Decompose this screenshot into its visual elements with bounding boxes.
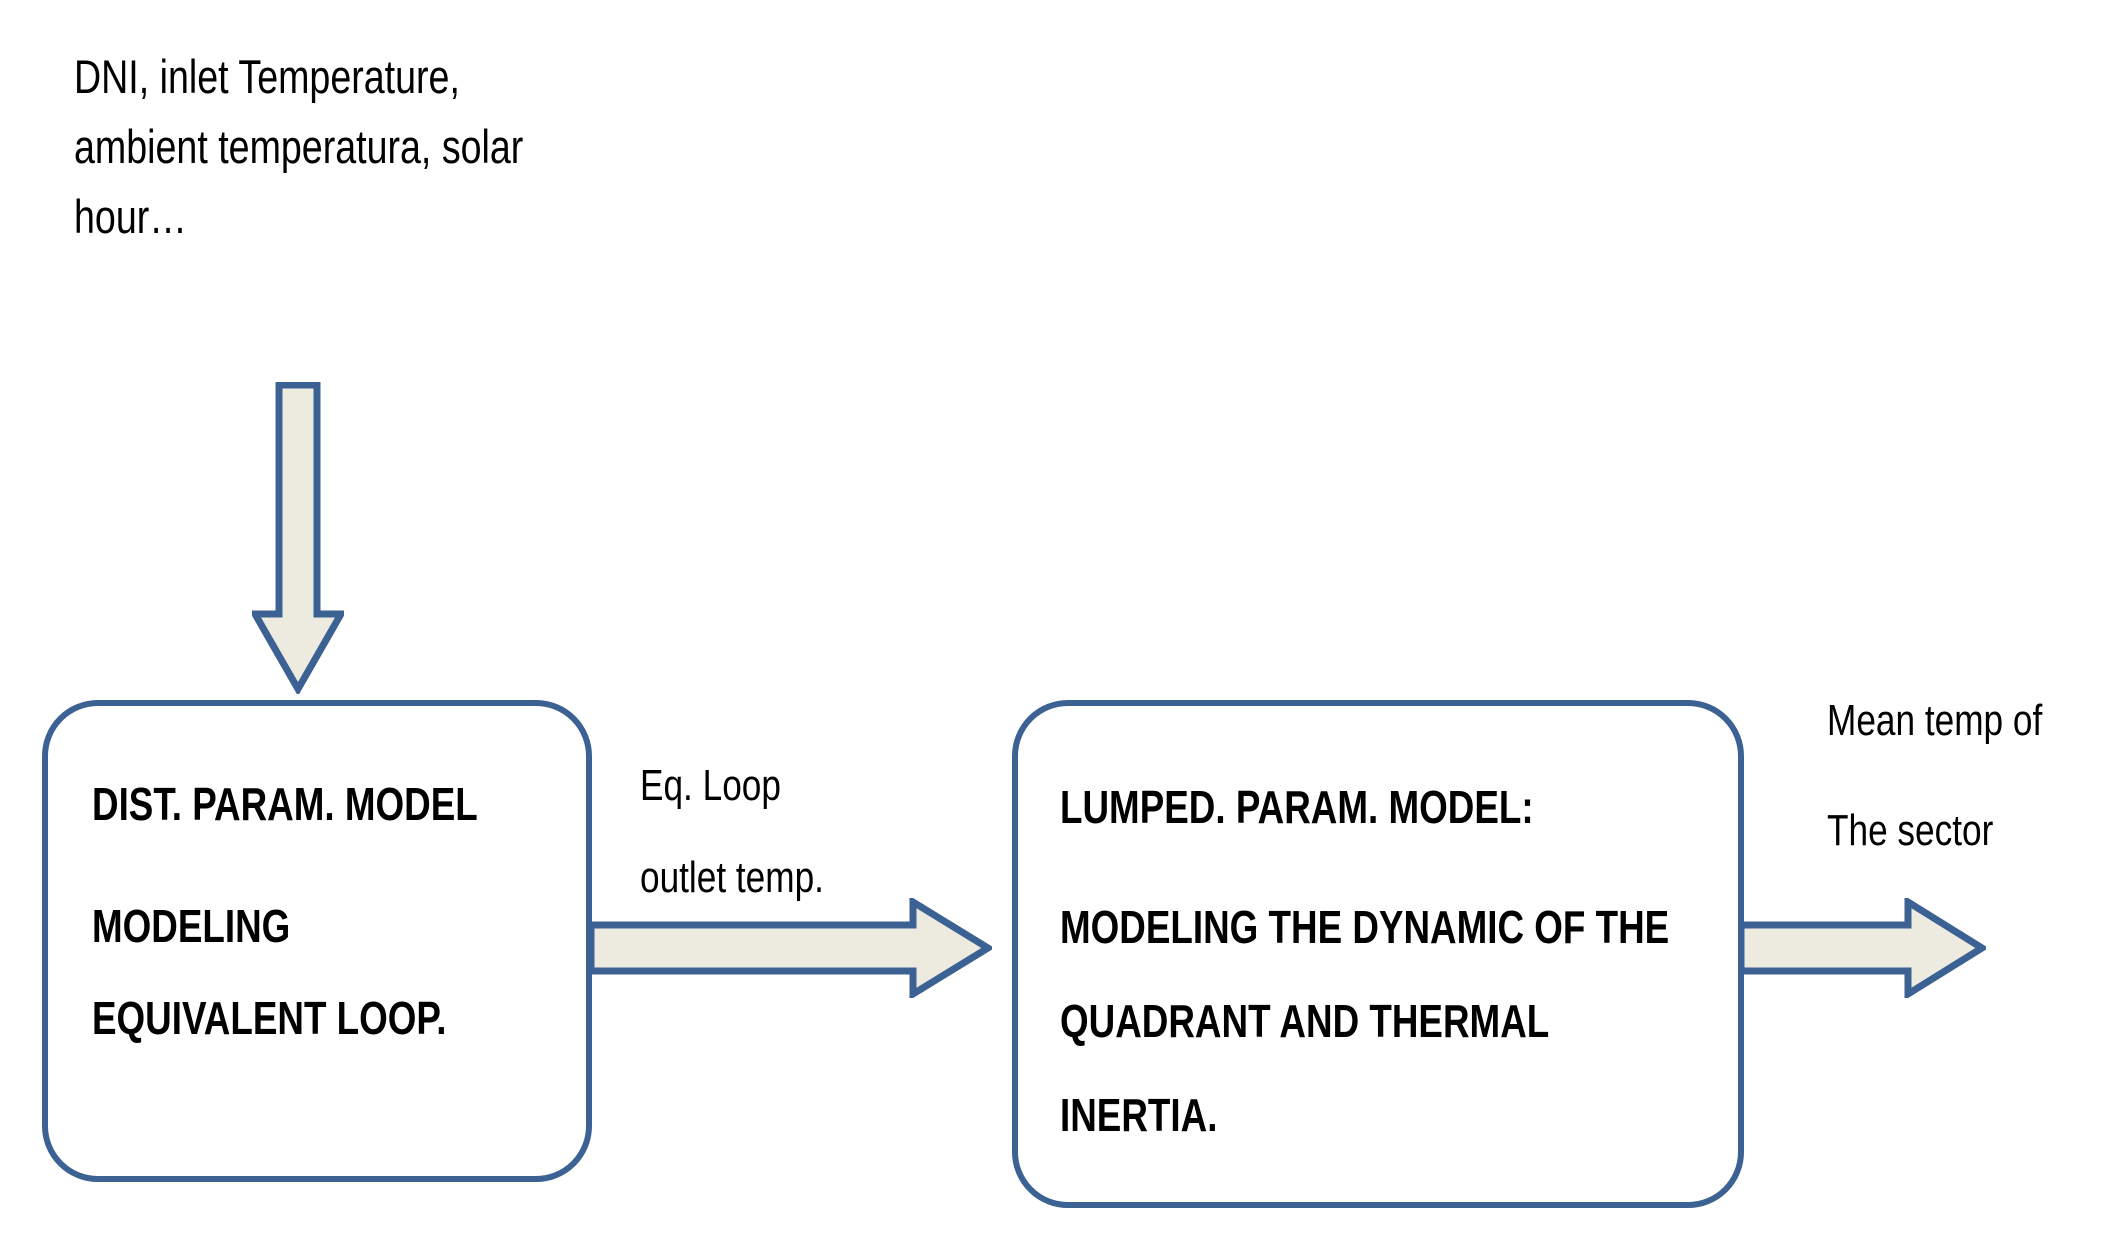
box-lumped-line-3: QUADRANT AND THERMAL <box>1060 995 1550 1047</box>
output-arrow <box>1737 895 1989 1001</box>
inputs-label: DNI, inlet Temperature, ambient temperat… <box>74 42 636 252</box>
inputs-label-line-2: ambient temperatura, solar <box>74 120 524 173</box>
box-lumped-text: LUMPED. PARAM. MODEL: MODELING THE DYNAM… <box>1060 760 1822 1162</box>
box-dist-spacer <box>92 850 574 880</box>
box-dist-line-2: MODELING <box>92 900 291 952</box>
block-arrow-down-icon <box>248 381 348 697</box>
stage-link-arrow <box>587 895 995 1001</box>
intermediate-signal-label: Eq. Loop outlet temp. <box>640 740 870 924</box>
box-dist-line-1: DIST. PARAM. MODEL <box>92 778 478 830</box>
input-arrow <box>248 381 348 697</box>
inputs-label-line-3: hour… <box>74 190 187 243</box>
box-dist-line-3: EQUIVALENT LOOP. <box>92 992 447 1044</box>
block-arrow-right-icon <box>587 895 995 1001</box>
process-box-dist-param-model[interactable]: DIST. PARAM. MODEL MODELING EQUIVALENT L… <box>42 700 592 1182</box>
output-signal-line-2: The sector <box>1827 806 1994 855</box>
box-lumped-line-4: INERTIA. <box>1060 1089 1218 1141</box>
process-box-lumped-param-model[interactable]: LUMPED. PARAM. MODEL: MODELING THE DYNAM… <box>1012 700 1744 1208</box>
box-lumped-spacer <box>1060 854 1822 880</box>
inputs-label-line-1: DNI, inlet Temperature, <box>74 50 460 103</box>
intermediate-signal-line-2: outlet temp. <box>640 853 824 902</box>
output-signal-label: Mean temp of The sector <box>1827 666 2096 886</box>
box-lumped-line-1: LUMPED. PARAM. MODEL: <box>1060 781 1534 833</box>
box-dist-text: DIST. PARAM. MODEL MODELING EQUIVALENT L… <box>92 758 574 1064</box>
intermediate-signal-line-1: Eq. Loop <box>640 761 781 810</box>
output-signal-line-1: Mean temp of <box>1827 696 2043 745</box>
box-lumped-line-2: MODELING THE DYNAMIC OF THE <box>1060 901 1670 953</box>
block-arrow-right-icon <box>1737 895 1989 1001</box>
